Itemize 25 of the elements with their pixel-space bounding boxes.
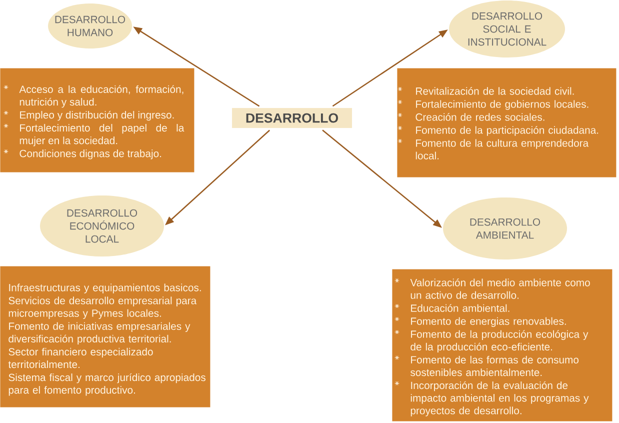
list-panel [392, 269, 612, 422]
list-item: Fomento de las formas de consumo sostenibles ambientalmente. [410, 356, 579, 376]
list-panel [0, 266, 210, 408]
central-box: DESARROLLO [232, 108, 352, 128]
list-item: Creación de redes sociales. [416, 113, 544, 121]
list-item: Revitalización de la sociedad civil. [416, 87, 574, 95]
list-item: Servicios de desarrollo empresarial para microempresas y Pymes locales. [8, 296, 197, 319]
list-item: Fortalecimiento de gobiernos locales. [416, 100, 588, 110]
list-item: Fomento de iniciativas empresariales y diversificación productiva territorial. [8, 322, 190, 345]
list-item: Fomento de la cultura emprendedora local. [416, 139, 589, 160]
list-item: Sector financiero especializado territorialmente. [8, 348, 153, 368]
list-panel [0, 68, 194, 172]
list-item: Infraestructuras y equipamientos basicos. [9, 284, 201, 294]
list-item: Valorización del medio ambiente como un activo de desarrollo. [410, 278, 590, 299]
list-item: Condiciones dignas de trabajo. [20, 150, 162, 160]
list-item: Empleo y distribución del ingreso. [20, 110, 174, 121]
list-panel [397, 68, 616, 178]
list-item: Incorporación de la evaluación de impacto ambiental en los programas y proyectos de desarrollo. [410, 381, 589, 416]
list-item: Fortalecimiento del papel de la mujer en la sociedad. [20, 124, 184, 146]
list-item: Fomento de la participación ciudadana. [416, 126, 598, 136]
list-item: Acceso a la educación, formación, nutrición y salud. [19, 85, 184, 108]
list-item: Sistema fiscal y marco jurídico apropiados para el fomento productivo. [8, 373, 206, 396]
list-item: Fomento de la producción ecológica y de la producción eco-eficiente. [410, 330, 588, 353]
list-item: Fomento de energias renovables. [411, 317, 566, 327]
list-item: Educación ambiental. [411, 304, 510, 312]
